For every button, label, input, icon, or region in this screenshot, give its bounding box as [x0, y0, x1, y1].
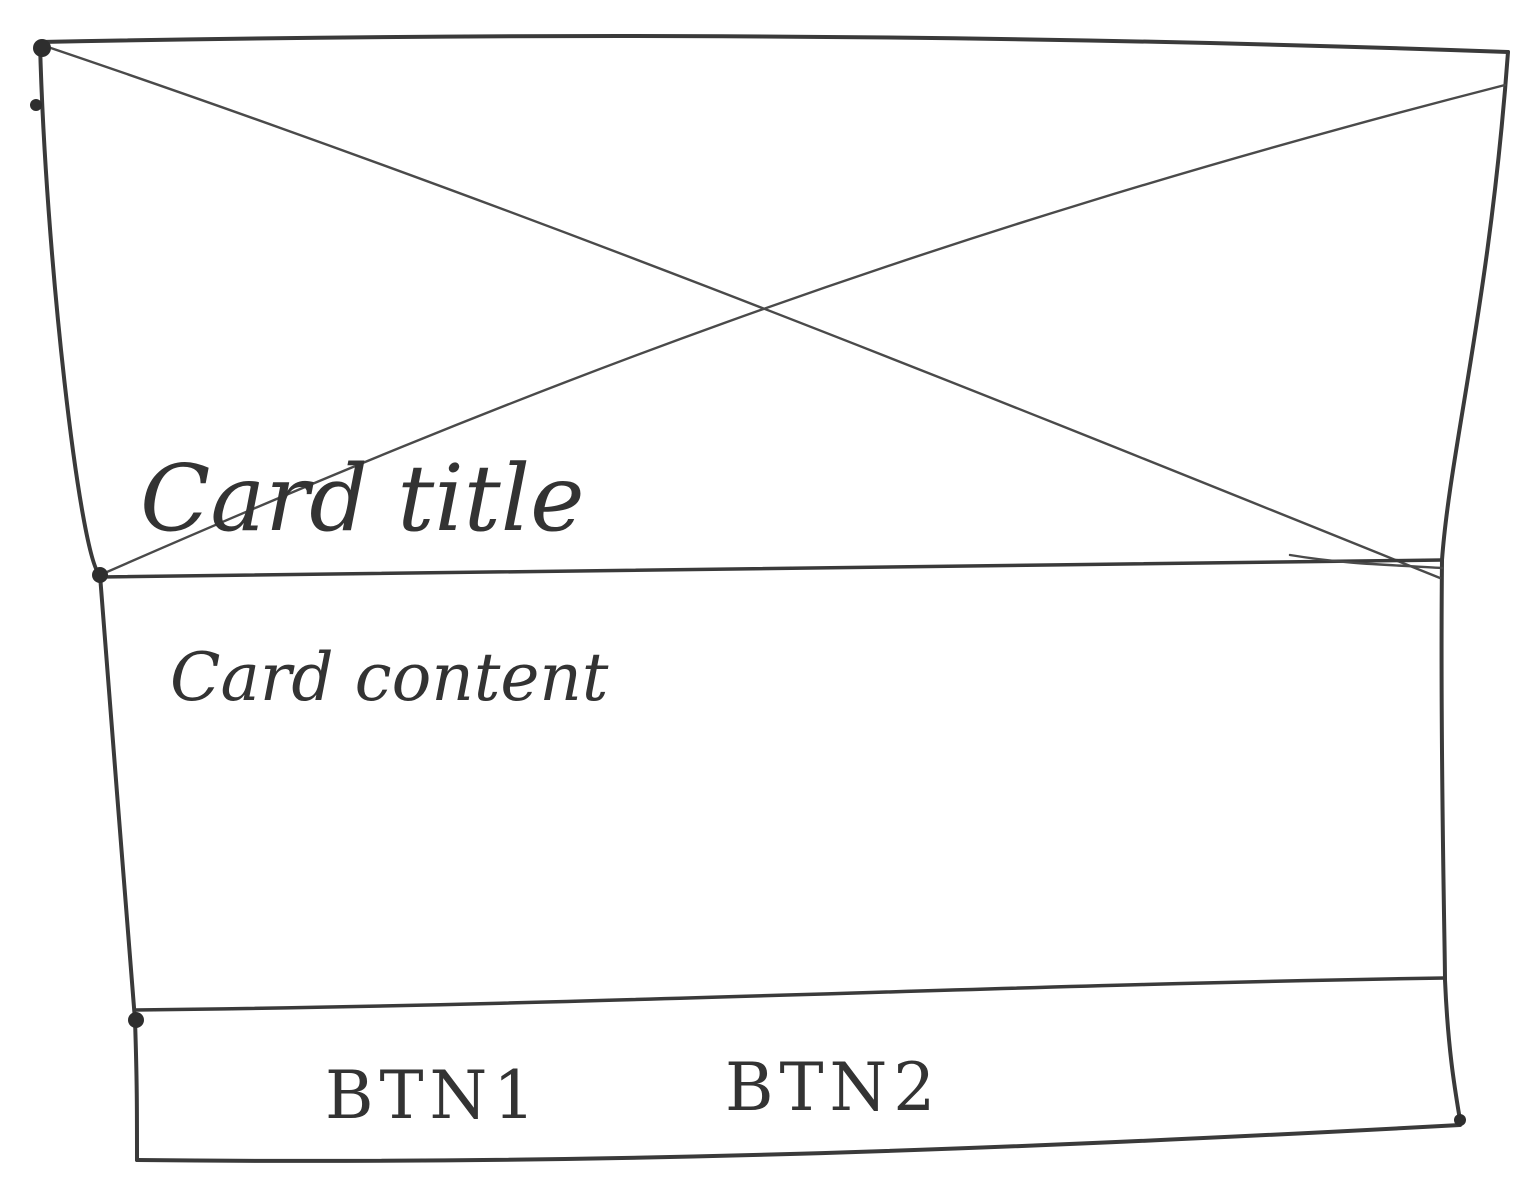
button-2[interactable]: BTN2 [725, 1049, 941, 1126]
card-left-edge [38, 40, 139, 1162]
button-1[interactable]: BTN1 [325, 1057, 541, 1134]
actions-divider [133, 976, 1447, 1012]
card-frame [38, 34, 1510, 1163]
title-divider [98, 558, 1444, 579]
card-bottom-edge [135, 1123, 1462, 1163]
placeholder-diagonal-1 [40, 43, 1442, 580]
card-content: Card content [170, 639, 609, 716]
pen-mark [92, 567, 108, 583]
card-top-edge [38, 34, 1510, 54]
pen-mark [33, 39, 51, 57]
image-placeholder [40, 43, 1507, 580]
title-divider-overlap [1288, 553, 1444, 570]
pen-mark [128, 1012, 144, 1028]
pen-mark [30, 99, 42, 111]
card-title: Card title [140, 445, 585, 552]
pen-mark [1454, 1114, 1466, 1126]
placeholder-diagonal-2 [98, 83, 1507, 577]
card-right-edge [1439, 50, 1510, 1122]
